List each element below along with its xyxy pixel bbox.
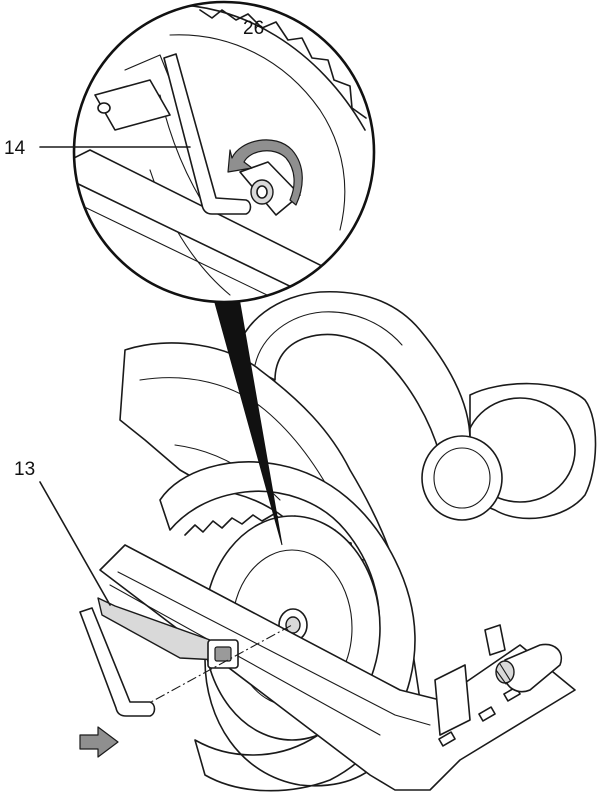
callout-13-label: 13 bbox=[14, 459, 35, 480]
front-knob-inner bbox=[433, 447, 491, 509]
hex-key bbox=[79, 607, 156, 717]
alignment-line bbox=[139, 624, 293, 709]
detail-base-edge bbox=[74, 199, 351, 302]
front-bracket-clip bbox=[484, 624, 506, 656]
detail-guard-inner bbox=[169, 34, 346, 231]
base-slot-4 bbox=[438, 731, 456, 747]
callout-13: 13 bbox=[14, 459, 111, 606]
detail-circle-bg bbox=[74, 2, 374, 302]
detail-hex-key bbox=[163, 53, 252, 215]
base-plate-lip bbox=[109, 584, 381, 736]
circular-saw-illustration bbox=[79, 290, 597, 792]
callout-26-label: 26 bbox=[243, 18, 264, 39]
callout-14: 14 bbox=[4, 138, 191, 159]
rotation-arrow bbox=[227, 139, 303, 206]
detail-clamp-bracket bbox=[94, 79, 171, 131]
guide-clamp-screw bbox=[214, 646, 232, 662]
detail-circle-border bbox=[72, 0, 376, 304]
callout-14-label: 14 bbox=[4, 138, 26, 159]
handle-grip-line bbox=[254, 311, 403, 366]
callout-13-leader bbox=[39, 481, 111, 606]
base-plate-edge bbox=[117, 571, 431, 726]
detail-spindle-center bbox=[256, 185, 268, 199]
push-direction-arrow bbox=[79, 726, 119, 758]
magnified-detail bbox=[72, 0, 376, 304]
detail-contents bbox=[74, 3, 374, 302]
saw-handle bbox=[234, 290, 471, 456]
detail-bracket-top bbox=[124, 54, 171, 81]
detail-base-plate bbox=[74, 149, 374, 302]
guard-contour-1 bbox=[139, 377, 341, 511]
base-plate bbox=[99, 544, 576, 791]
base-slot-1 bbox=[478, 706, 496, 722]
detail-clamp-hole bbox=[97, 102, 111, 114]
callout-26: 26 bbox=[243, 18, 264, 39]
front-bracket bbox=[434, 664, 471, 736]
bevel-knob-knurl bbox=[495, 663, 511, 685]
